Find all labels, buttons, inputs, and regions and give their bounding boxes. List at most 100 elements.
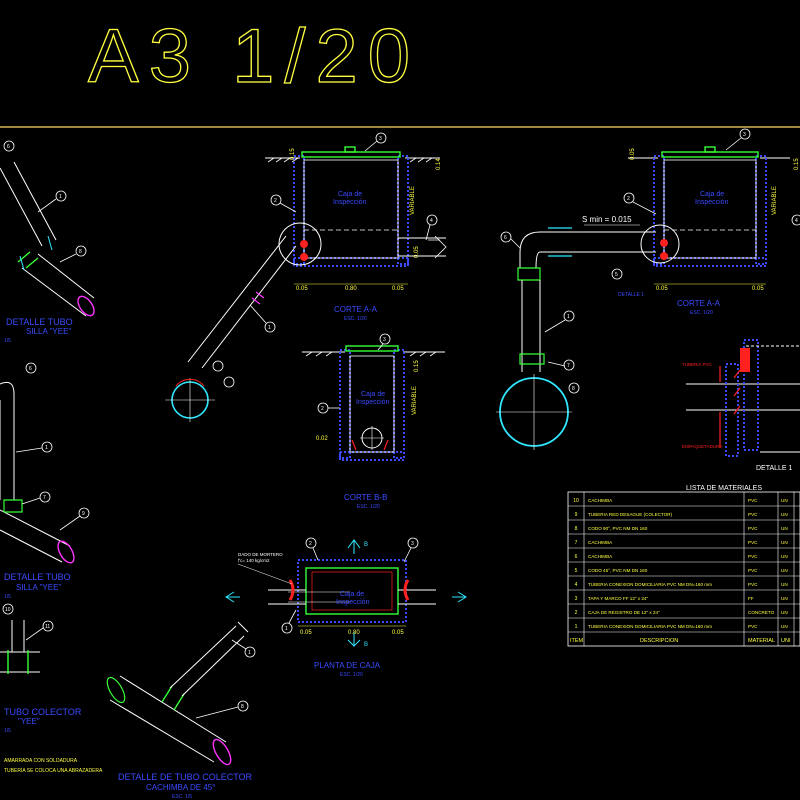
table-cell-material: PVC: [748, 526, 758, 531]
planta-section-b-bottom: B: [364, 642, 368, 648]
table-cell-description: TUBERIA RED DESAGUE (COLECTOR): [588, 512, 673, 517]
corte-bb-variable: VARIABLE: [412, 386, 418, 415]
corte-aa-right-box-label-2: Inspección: [695, 199, 729, 206]
table-cell-description: CAJA DE REGISTRO DE 12" x 24": [588, 610, 660, 615]
corte-aa-right-balloon-1: 1: [567, 314, 570, 320]
corte-aa-left-title: CORTE A-A: [334, 305, 378, 314]
detail-bottom-mid-balloon-1: 1: [248, 650, 251, 656]
detail-mid-left-balloon-7: 7: [43, 495, 46, 501]
table-header-cell: MATERIAL: [748, 638, 775, 644]
table-cell-description: CODO 90°, PVC NM DN 160: [588, 526, 648, 531]
detail-bottom-mid-scale: ESC. 1/5: [172, 794, 192, 800]
planta-dim-2: 0.80: [348, 630, 360, 636]
corte-aa-right-balloon-4: 4: [795, 218, 798, 224]
corte-aa-right-variable: VARIABLE: [772, 186, 778, 215]
planta-balloon-2: 2: [309, 541, 312, 547]
detail-bottom-mid-title-1: DETALLE DE TUBO COLECTOR: [118, 772, 253, 782]
detail-top-left-balloon-6: 6: [7, 144, 10, 150]
planta-view: B B Caja de Inspección DADO DE MORTERO f…: [225, 537, 467, 678]
corte-aa-left-dim-3: 0.05: [392, 286, 404, 292]
detalle-1-note-2: EMPAQUETADURA: [682, 444, 722, 449]
table-cell-item: 2: [575, 610, 578, 616]
corte-aa-left-dim-top-left: 0.15: [290, 148, 296, 160]
corte-aa-right-dim-3: 0.05: [630, 148, 636, 160]
detail-bottom-left-title-2: "YEE": [18, 717, 40, 726]
corte-bb-balloon-2: 2: [321, 406, 324, 412]
detail-bottom-left-note-1: AMARRADA CON SOLDADURA: [4, 758, 78, 764]
table-cell-description: CACHIMBA: [588, 498, 613, 503]
corte-aa-right-balloon-2: 2: [627, 196, 630, 202]
corte-bb-view: Caja de Inspección VARIABLE 0.02 0.15 3 …: [302, 333, 445, 510]
table-cell-description: CODO 45°, PVC NM DN 160: [588, 568, 648, 573]
corte-aa-left-variable: VARIABLE: [410, 186, 416, 215]
corte-aa-left-dim-top-right: 0.14: [436, 158, 442, 170]
planta-note-1: DADO DE MORTERO: [238, 552, 283, 557]
corte-aa-right-view: S min = 0.015 Caja de Inspección VARIABL…: [496, 128, 800, 450]
table-cell-unit: UN: [781, 610, 788, 615]
planta-balloon-3: 3: [411, 541, 414, 547]
detail-top-left-view: 6 1 8 DETALLE TUBO SILLA "YEE" 1/5: [0, 140, 95, 344]
table-cell-unit: UN: [781, 582, 788, 587]
detail-bottom-left-scale: 1/5: [4, 728, 11, 734]
table-cell-unit: UN: [781, 554, 788, 559]
detail-mid-left-balloon-9: 9: [82, 511, 85, 517]
table-cell-material: PVC: [748, 568, 758, 573]
table-cell-unit: UN: [781, 568, 788, 573]
corte-aa-left-balloon-4: 4: [430, 218, 433, 224]
planta-title: PLANTA DE CAJA: [314, 661, 381, 670]
table-cell-item: 1: [575, 624, 578, 630]
corte-aa-right-title: CORTE A-A: [677, 299, 721, 308]
detail-bottom-mid-title-2: CACHIMBA DE 45°: [146, 783, 215, 792]
planta-dim-3: 0.05: [392, 630, 404, 636]
detail-bottom-left-title-1: TUBO COLECTOR: [4, 707, 82, 717]
detail-top-left-title-1: DETALLE TUBO: [6, 317, 73, 327]
table-cell-item: 8: [575, 526, 578, 532]
table-cell-item: 9: [575, 512, 578, 518]
detalle-1-view: TUBERIA PVC EMPAQUETADURA DETALLE 1: [682, 339, 800, 472]
corte-aa-right-dim-4: 0.15: [794, 158, 800, 170]
corte-aa-left-view: Caja de Inspección VARIABLE 0.15 0.14 0.…: [165, 132, 447, 422]
corte-aa-right-balloon-7: 7: [567, 363, 570, 369]
table-cell-material: PVC: [748, 554, 758, 559]
corte-aa-left-box-label-1: Caja de: [338, 191, 362, 198]
table-cell-item: 7: [575, 540, 578, 546]
corte-aa-right-box-label-1: Caja de: [700, 191, 724, 198]
corte-aa-right-balloon-3: 3: [743, 132, 746, 138]
table-cell-material: PVC: [748, 582, 758, 587]
corte-aa-right-balloon-6: 6: [504, 235, 507, 241]
table-cell-unit: UN: [781, 624, 788, 629]
corte-aa-right-dim-1: 0.05: [656, 286, 668, 292]
corte-aa-right-balloon-8: 8: [572, 386, 575, 392]
corte-bb-balloon-3: 3: [383, 337, 386, 343]
detail-bottom-mid-balloon-8: 8: [241, 704, 244, 710]
detail-top-left-balloon-1: 1: [59, 194, 62, 200]
detail-mid-left-balloon-1: 1: [45, 445, 48, 451]
table-header-cell: UNI: [781, 638, 791, 644]
table-cell-item: 3: [575, 596, 578, 602]
table-cell-item: 4: [575, 582, 578, 588]
corte-bb-box-label-1: Caja de: [361, 391, 385, 398]
detail-mid-left-balloon-6: 6: [29, 366, 32, 372]
corte-aa-left-balloon-3: 3: [379, 136, 382, 142]
table-cell-unit: UN: [781, 498, 788, 503]
table-cell-material: FF: [748, 596, 754, 601]
corte-aa-right-detail-ref: DETALLE 1: [618, 292, 644, 298]
table-cell-description: TUBERIA CONEXION DOMICILIARIA PVC NM DN=…: [588, 624, 712, 629]
corte-aa-right-dim-2: 0.05: [752, 286, 764, 292]
detail-mid-left-view: 6 1 7 9 DETALLE TUBO SILLA "YEE" 1/5: [0, 362, 90, 600]
corte-aa-left-dim-1: 0.05: [296, 286, 308, 292]
detail-bottom-left-note-2: TUBERIA SE COLOCA UNA ABRAZADERA: [4, 768, 103, 774]
corte-aa-right-scale: ESC. 1/20: [690, 310, 713, 316]
detail-bottom-left-view: 10 11 TUBO COLECTOR "YEE" 1/5 AMARRADA C…: [0, 603, 103, 774]
corte-aa-left-balloon-1: 1: [268, 325, 271, 331]
table-cell-description: TAPA Y MARCO FF 12" x 24": [588, 596, 648, 601]
planta-balloon-1: 1: [285, 626, 288, 632]
planta-note-2: f'c= 140 kg/cm2: [238, 558, 270, 563]
table-cell-description: TUBERIA CONEXION DOMICILIARIA PVC NM DN=…: [588, 582, 712, 587]
sheet-title: A3 1/20: [88, 14, 420, 99]
table-cell-material: PVC: [748, 624, 758, 629]
corte-aa-left-dim-2: 0.80: [345, 286, 357, 292]
